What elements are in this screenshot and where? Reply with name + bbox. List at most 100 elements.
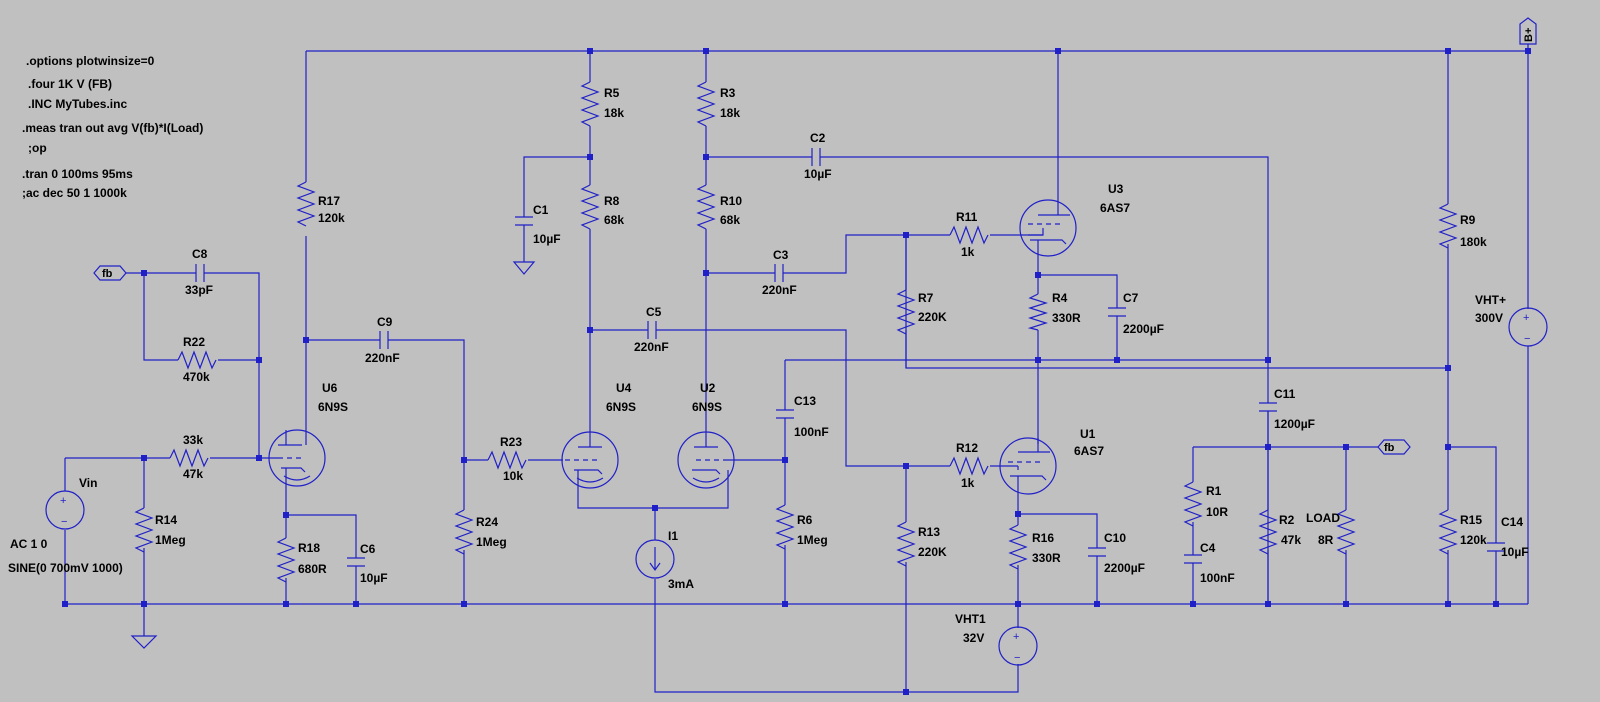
capacitor-C9[interactable] [379, 331, 389, 349]
label-C10-value: 2200µF [1104, 561, 1145, 575]
resistor-R22[interactable] [177, 350, 217, 370]
resistor-LOAD[interactable] [1336, 509, 1356, 555]
label-C3-value: 220nF [762, 283, 797, 297]
label-R24-name: R24 [476, 515, 498, 529]
label-U2-model: 6N9S [692, 400, 722, 414]
resistor-R15[interactable] [1438, 509, 1458, 555]
label-U4-name: U4 [616, 381, 632, 395]
label-R10-value: 68k [720, 213, 740, 227]
voltage-source-Vin[interactable]: + − [45, 490, 85, 530]
label-C4-value: 100nF [1200, 571, 1235, 585]
resistor-R18[interactable] [276, 537, 296, 583]
resistor-R13[interactable] [896, 521, 916, 567]
label-R3-value: 18k [720, 106, 740, 120]
directive-meas: .meas tran out avg V(fb)*I(Load) [22, 121, 203, 135]
label-R1-name: R1 [1206, 484, 1222, 498]
label-U3-model: 6AS7 [1100, 201, 1130, 215]
label-R2-value: 47k [1281, 533, 1301, 547]
capacitor-C1[interactable] [515, 216, 533, 226]
label-C13-value: 100nF [794, 425, 829, 439]
capacitor-C11[interactable] [1259, 402, 1277, 412]
net-flag-fb-right[interactable]: fb [1377, 439, 1411, 455]
resistor-R12[interactable] [949, 456, 989, 476]
directive-tran: .tran 0 100ms 95ms [22, 167, 133, 181]
resistor-R14[interactable] [134, 507, 154, 553]
label-R5-value: 18k [604, 106, 624, 120]
label-R22-value: 470k [183, 370, 210, 384]
capacitor-C14[interactable] [1487, 542, 1505, 552]
label-U4-model: 6N9S [606, 400, 636, 414]
label-C11-name: C11 [1274, 387, 1296, 401]
label-U2-name: U2 [700, 381, 716, 395]
label-VHTp-name: VHT+ [1475, 293, 1506, 307]
label-Rin-name: 33k [183, 433, 203, 447]
voltage-source-VHT1[interactable]: + − [998, 626, 1038, 666]
label-LOAD-value: 8R [1318, 533, 1334, 547]
svg-text:fb: fb [1384, 442, 1395, 454]
label-R6-name: R6 [797, 513, 813, 527]
label-C7-name: C7 [1123, 291, 1139, 305]
label-R17-value: 120k [318, 211, 345, 225]
resistor-R23[interactable] [487, 450, 527, 470]
resistor-R17[interactable] [296, 181, 316, 227]
resistor-R3[interactable] [696, 81, 716, 127]
resistor-R5[interactable] [580, 81, 600, 127]
resistor-R2[interactable] [1258, 509, 1278, 555]
svg-text:+: + [1523, 312, 1529, 324]
resistor-R16[interactable] [1008, 524, 1028, 570]
net-flag-fb-left[interactable]: fb [93, 265, 127, 281]
tube-U2[interactable] [677, 431, 735, 489]
voltage-source-VHTp[interactable]: + − [1508, 307, 1548, 347]
label-C1-value: 10µF [533, 232, 561, 246]
ground-icon [512, 261, 536, 275]
label-C6-name: C6 [360, 542, 376, 556]
resistor-R10[interactable] [696, 184, 716, 230]
label-R15-name: R15 [1460, 513, 1482, 527]
svg-text:−: − [1524, 333, 1530, 345]
svg-text:−: − [1014, 652, 1020, 664]
capacitor-C10[interactable] [1088, 547, 1106, 557]
label-R24-value: 1Meg [476, 535, 507, 549]
label-C6-value: 10µF [360, 571, 388, 585]
resistor-R9[interactable] [1438, 203, 1458, 249]
capacitor-C7[interactable] [1108, 307, 1126, 317]
resistor-R24[interactable] [454, 509, 474, 555]
capacitor-C3[interactable] [774, 264, 784, 282]
directive-options: .options plotwinsize=0 [26, 54, 155, 68]
capacitor-C2[interactable] [811, 148, 821, 166]
capacitor-C5[interactable] [647, 321, 657, 339]
capacitor-C4[interactable] [1184, 554, 1202, 564]
label-R9-name: R9 [1460, 213, 1476, 227]
resistor-R8[interactable] [580, 184, 600, 230]
current-source-I1[interactable] [635, 539, 675, 579]
resistor-R4[interactable] [1027, 293, 1049, 331]
label-U6-name: U6 [322, 381, 338, 395]
junctions [62, 48, 1531, 695]
resistor-Rin[interactable] [169, 448, 209, 468]
capacitor-C13[interactable] [776, 409, 794, 419]
label-R23-value: 10k [503, 469, 523, 483]
label-I1-name: I1 [668, 529, 678, 543]
resistor-R11[interactable] [949, 225, 989, 245]
directive-four: .four 1K V (FB) [28, 77, 112, 91]
label-R5-name: R5 [604, 86, 620, 100]
wires [64, 44, 1529, 693]
label-R10-name: R10 [720, 194, 742, 208]
resistor-R1[interactable] [1183, 481, 1203, 527]
tube-U6[interactable] [268, 429, 326, 490]
tube-U1[interactable] [999, 437, 1057, 495]
capacitor-C8[interactable] [195, 264, 205, 282]
tube-U4[interactable] [561, 431, 619, 489]
label-C2-name: C2 [810, 131, 826, 145]
label-C7-value: 2200µF [1123, 322, 1164, 336]
resistor-R7[interactable] [896, 289, 916, 335]
tube-U3[interactable] [1019, 199, 1077, 257]
capacitor-C6[interactable] [347, 557, 365, 567]
net-flag-bplus[interactable]: B+ [1519, 17, 1537, 45]
label-R4-name: R4 [1052, 291, 1068, 305]
svg-text:fb: fb [102, 268, 113, 280]
label-C8-name: C8 [192, 247, 208, 261]
resistor-R6[interactable] [775, 504, 795, 550]
component-labels: R17 120k R5 18k R3 18k R8 68k R10 68k R1… [8, 86, 1529, 645]
